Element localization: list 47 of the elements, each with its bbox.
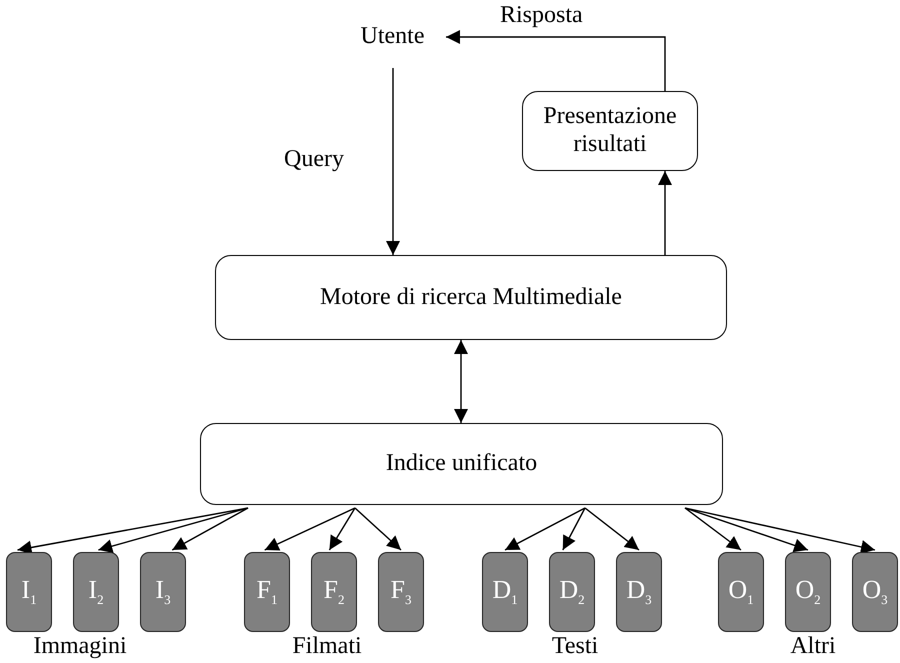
box-text: Motore di ricerca Multimediale <box>320 284 622 312</box>
data-box <box>785 552 831 632</box>
box-label: F$_{1}$ <box>256 575 278 609</box>
data-box <box>6 552 52 632</box>
box-label: I$_{2}$ <box>88 575 104 609</box>
box-label: F$_{2}$ <box>324 575 344 609</box>
arrow <box>684 507 808 552</box>
arrow <box>584 507 640 551</box>
box-label: F$_{3}$ <box>390 575 412 609</box>
data-box <box>852 552 898 632</box>
arrow <box>328 508 356 550</box>
data-box <box>616 552 662 632</box>
arrow <box>17 507 248 554</box>
arrow <box>684 507 876 554</box>
data-box <box>482 552 528 632</box>
arrow <box>98 507 248 553</box>
arrow <box>454 340 468 423</box>
arrow <box>354 507 402 551</box>
arrow <box>386 68 400 255</box>
user-label: Utente <box>360 23 424 51</box>
arrow <box>504 507 586 551</box>
box-label: O$_{1}$ <box>728 575 754 609</box>
arrow <box>658 171 672 255</box>
box-label: D$_{1}$ <box>492 575 518 609</box>
data-box <box>311 552 357 632</box>
data-box <box>718 552 764 632</box>
box-label: D$_{2}$ <box>559 575 585 609</box>
arrow <box>684 507 742 551</box>
data-box <box>73 552 119 632</box>
process-box <box>522 91 698 171</box>
arrow <box>562 508 586 550</box>
process-box <box>215 255 727 340</box>
data-box <box>140 552 186 632</box>
arrow <box>264 507 356 551</box>
arrow <box>446 30 666 91</box>
arrow <box>172 507 248 551</box>
box-label: D$_{3}$ <box>626 575 652 609</box>
box-label: O$_{2}$ <box>795 575 821 609</box>
data-box <box>244 552 290 632</box>
box-text: Indice unificato <box>386 450 538 478</box>
process-box <box>200 423 723 505</box>
box-text: Presentazione risultati <box>542 103 678 159</box>
box-label: O$_{3}$ <box>862 575 888 609</box>
data-box <box>549 552 595 632</box>
box-label: I$_{3}$ <box>155 575 171 609</box>
data-box <box>378 552 424 632</box>
box-label: I$_{1}$ <box>21 575 37 609</box>
